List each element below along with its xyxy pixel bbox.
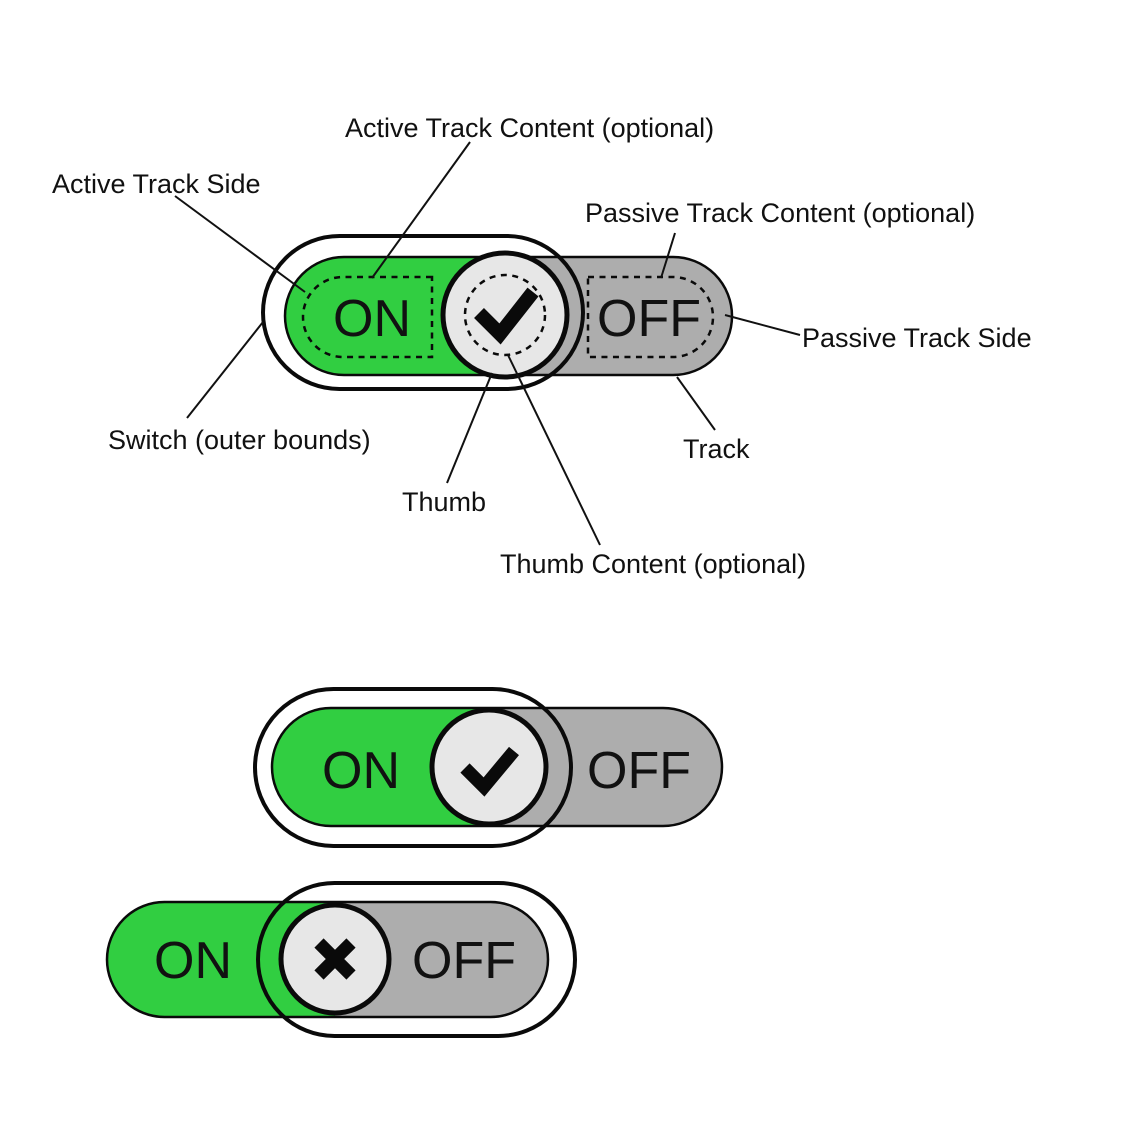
switch-outer-bounds [256, 881, 577, 1038]
track-outline [105, 900, 550, 1019]
label-passive-track-content: Passive Track Content (optional) [585, 198, 975, 228]
active-track-content-bounds [301, 275, 434, 359]
active-track-text: ON [322, 742, 400, 800]
passive-track-text: OFF [587, 742, 691, 800]
switch-outer-bounds [253, 687, 573, 848]
label-active-track-content: Active Track Content (optional) [345, 113, 714, 143]
thumb [429, 707, 549, 827]
example-switch-on: ON OFF [253, 687, 724, 848]
thumb [440, 250, 570, 380]
active-track-text: ON [154, 932, 232, 990]
leader-passive-track-content [660, 232, 676, 279]
leader-switch-outer-bounds [186, 321, 264, 419]
leader-passive-track-side [724, 314, 801, 336]
switch-outer-bounds [261, 234, 585, 391]
passive-track-content-bounds [586, 275, 715, 359]
thumb-content-bounds [463, 273, 547, 357]
leader-active-track-content [371, 141, 471, 279]
label-thumb-content: Thumb Content (optional) [500, 549, 806, 579]
passive-track-text: OFF [412, 932, 516, 990]
cross-icon [314, 938, 356, 980]
leader-active-track-side [174, 195, 306, 293]
active-track-text: ON [333, 290, 411, 348]
anatomy-switch: ON OFF Active Track Content (optional) A… [52, 113, 1032, 579]
leader-track [676, 376, 716, 431]
leader-thumb-content [507, 354, 601, 546]
leader-thumb [446, 372, 493, 484]
label-switch-outer-bounds: Switch (outer bounds) [108, 425, 371, 455]
label-track: Track [683, 434, 750, 464]
passive-track-text: OFF [597, 290, 701, 348]
track-outline [270, 706, 724, 828]
label-thumb: Thumb [402, 487, 486, 517]
label-active-track-side: Active Track Side [52, 169, 261, 199]
check-icon [474, 287, 539, 345]
label-passive-track-side: Passive Track Side [802, 323, 1032, 353]
check-icon [460, 746, 519, 797]
example-switch-off: ON OFF [105, 881, 577, 1038]
